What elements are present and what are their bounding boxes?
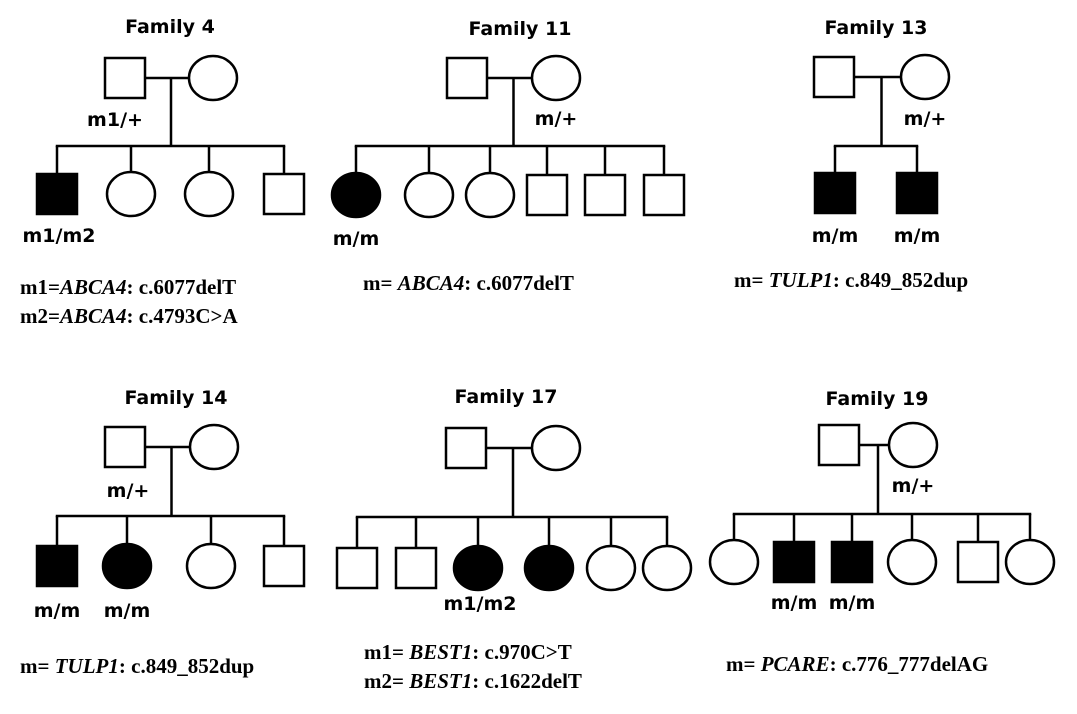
- pedigree-family-17: Family 17 m1/m2 m1= BEST1: c.970C>T m2= BES…: [335, 386, 693, 693]
- mutation-legend-line: m2= BEST1: c.1622delT: [364, 669, 582, 693]
- male-square-icon: [394, 546, 438, 590]
- female-circle-icon: [185, 542, 237, 590]
- gene-name: ABCA4: [396, 271, 465, 295]
- child-genotype-label: m1/m2: [23, 225, 96, 247]
- female-circle-icon: [188, 423, 240, 471]
- male-square-icon: [817, 423, 861, 467]
- female-circle-icon: [530, 54, 582, 102]
- male-square-icon: [642, 173, 686, 217]
- family-title: Family 19: [826, 388, 929, 410]
- female-circle-icon: [887, 421, 939, 469]
- male-square-icon: [445, 56, 489, 100]
- female-circle-icon: [886, 538, 938, 586]
- affected-female-circle-icon: [330, 171, 382, 219]
- child-genotype-label: m/m: [333, 228, 380, 250]
- variant-name: : c.4793C>A: [127, 304, 239, 328]
- mother-genotype-label: m/+: [904, 108, 947, 130]
- affected-female-circle-icon: [523, 544, 575, 592]
- mother-genotype-label: m/+: [892, 475, 935, 497]
- affected-male-square-icon: [895, 171, 939, 215]
- child-genotype-label: m/m: [771, 592, 818, 614]
- gene-name: BEST1: [408, 669, 472, 693]
- variant-name: : c.6077delT: [127, 275, 237, 299]
- affected-male-square-icon: [813, 171, 857, 215]
- mutation-allele-label: m1=: [20, 275, 60, 299]
- child-genotype-label: m/m: [829, 592, 876, 614]
- male-square-icon: [335, 546, 379, 590]
- male-square-icon: [262, 172, 306, 216]
- mutation-legend-line: m= PCARE: c.776_777delAG: [726, 652, 988, 676]
- variant-name: : c.849_852dup: [833, 268, 968, 292]
- pedigree-family-14: Family 14 m/+ m/m m/m m= TULP1: c.849_852dup: [20, 387, 306, 678]
- family-title: Family 14: [125, 387, 228, 409]
- family-title: Family 4: [125, 16, 215, 38]
- male-square-icon: [103, 56, 147, 100]
- female-circle-icon: [403, 171, 455, 219]
- male-square-icon: [812, 55, 856, 99]
- female-circle-icon: [105, 170, 157, 218]
- pedigree-family-19: Family 19 m/+ m/m m/m m= PCARE: c.776_777del…: [708, 388, 1056, 676]
- father-genotype-label: m1/+: [87, 109, 143, 131]
- mutation-legend-line: m= TULP1: c.849_852dup: [20, 654, 254, 678]
- mutation-legend-line: m1= BEST1: c.970C>T: [364, 640, 572, 664]
- male-square-icon: [262, 544, 306, 588]
- affected-male-square-icon: [35, 172, 79, 216]
- variant-name: : c.1622delT: [472, 669, 582, 693]
- female-circle-icon: [641, 544, 693, 592]
- mutation-allele-label: m=: [20, 654, 55, 678]
- child-genotype-label: m/m: [34, 600, 81, 622]
- family-title: Family 13: [825, 17, 928, 39]
- mutation-allele-label: m1=: [364, 640, 409, 664]
- child-genotype-label: m1/m2: [444, 593, 517, 615]
- pedigree-family-11: Family 11 m/+ m/m m= ABCA4: c.6077delT: [330, 18, 686, 295]
- pedigree-family-13: Family 13 m/+ m/m m/m m= TULP1: c.849_852dup: [734, 17, 968, 292]
- affected-male-square-icon: [830, 540, 874, 584]
- gene-name: ABCA4: [58, 304, 127, 328]
- family-title: Family 17: [455, 386, 558, 408]
- mutation-allele-label: m=: [726, 652, 761, 676]
- gene-name: TULP1: [769, 268, 833, 292]
- child-genotype-label: m/m: [894, 225, 941, 247]
- affected-male-square-icon: [772, 540, 816, 584]
- female-circle-icon: [464, 171, 516, 219]
- female-circle-icon: [899, 53, 951, 101]
- child-genotype-label: m/m: [812, 225, 859, 247]
- mutation-allele-label: m=: [734, 268, 769, 292]
- female-circle-icon: [708, 538, 760, 586]
- mutation-legend-line: m= TULP1: c.849_852dup: [734, 268, 968, 292]
- gene-name: PCARE: [760, 652, 830, 676]
- affected-male-square-icon: [35, 544, 79, 588]
- mutation-legend-line: m2=ABCA4: c.4793C>A: [20, 304, 238, 328]
- female-circle-icon: [1004, 538, 1056, 586]
- male-square-icon: [444, 426, 488, 470]
- mutation-allele-label: m2=: [364, 669, 409, 693]
- female-circle-icon: [187, 54, 239, 102]
- affected-female-circle-icon: [101, 542, 153, 590]
- female-circle-icon: [183, 170, 235, 218]
- male-square-icon: [956, 540, 1000, 584]
- variant-name: : c.970C>T: [472, 640, 571, 664]
- mutation-allele-label: m=: [363, 271, 398, 295]
- variant-name: : c.776_777delAG: [830, 652, 989, 676]
- mutation-legend-line: m1=ABCA4: c.6077delT: [20, 275, 236, 299]
- gene-name: ABCA4: [58, 275, 127, 299]
- gene-name: TULP1: [55, 654, 119, 678]
- affected-female-circle-icon: [452, 544, 504, 592]
- mother-genotype-label: m/+: [535, 108, 578, 130]
- female-circle-icon: [530, 424, 582, 472]
- female-circle-icon: [585, 544, 637, 592]
- male-square-icon: [583, 173, 627, 217]
- child-genotype-label: m/m: [104, 600, 151, 622]
- family-title: Family 11: [469, 18, 572, 40]
- male-square-icon: [525, 173, 569, 217]
- father-genotype-label: m/+: [107, 480, 150, 502]
- mutation-legend-line: m= ABCA4: c.6077delT: [363, 271, 574, 295]
- mutation-allele-label: m2=: [20, 304, 60, 328]
- gene-name: BEST1: [408, 640, 472, 664]
- variant-name: : c.849_852dup: [119, 654, 254, 678]
- variant-name: : c.6077delT: [464, 271, 574, 295]
- male-square-icon: [103, 425, 147, 469]
